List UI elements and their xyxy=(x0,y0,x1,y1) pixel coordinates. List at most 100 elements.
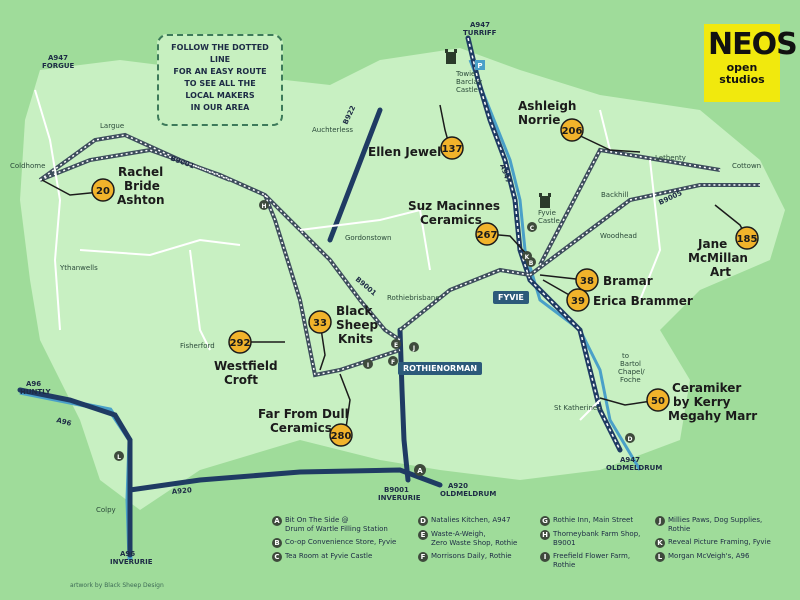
maker-name-line: Ellen Jewel xyxy=(368,145,441,159)
maker-38[interactable]: 38 Bramar xyxy=(575,268,653,292)
maker-number: 267 xyxy=(477,230,498,241)
maker-20[interactable]: 20 Rachel Bride Ashton xyxy=(91,165,165,207)
maker-137[interactable]: 137 Ellen Jewel xyxy=(368,136,464,160)
maker-267[interactable]: 267 Suz Macinnes Ceramics xyxy=(408,199,500,246)
castle-icon xyxy=(445,49,551,208)
marker-j: J xyxy=(412,345,415,352)
key-badge: L xyxy=(655,552,665,562)
maker-name-line: Jane xyxy=(697,237,727,251)
place-bartol-4: Foche xyxy=(620,376,641,384)
route-info-box: FOLLOW THE DOTTED LINE FOR AN EASY ROUTE… xyxy=(157,34,283,126)
logo-title: NEOS xyxy=(708,27,798,62)
info-line: LOCAL MAKERS xyxy=(185,91,255,100)
marker-e: E xyxy=(394,342,398,349)
key-text: B9001 xyxy=(553,539,576,547)
main-roads-center xyxy=(467,37,621,451)
maker-number: 38 xyxy=(580,276,594,287)
maker-name-line: Ashton xyxy=(117,193,165,207)
place-rothiebrisbane: Rothiebrisbane xyxy=(387,294,440,302)
info-line: TO SEE ALL THE xyxy=(184,79,256,88)
maker-number: 20 xyxy=(96,186,110,197)
key-text: Thorneybank Farm Shop, xyxy=(553,530,641,538)
key-badge: J xyxy=(655,516,665,526)
key-text: Morgan McVeigh's, A96 xyxy=(668,552,750,560)
key-text: Rothie xyxy=(668,525,691,533)
key-badge: A xyxy=(272,516,282,526)
key-badge: C xyxy=(272,552,282,562)
maker-number: 292 xyxy=(230,338,251,349)
maker-name-line: Knits xyxy=(338,332,373,346)
place-st-katherines: St Katherines xyxy=(554,404,601,412)
town-fyvie: FYVIE xyxy=(493,291,529,304)
maker-name-line: Far From Dull xyxy=(258,407,349,421)
key-text: Tea Room at Fyvie Castle xyxy=(285,552,373,560)
road-a947-oldmeldrum-1: A947 xyxy=(620,456,640,464)
parking-marker: P xyxy=(477,62,482,70)
key-badge: H xyxy=(540,530,550,540)
place-colpy: Colpy xyxy=(96,506,116,514)
marker-a: A xyxy=(417,467,423,475)
key-text: Rothie Inn, Main Street xyxy=(553,516,634,524)
road-b9001-inverurie-2: INVERURIE xyxy=(378,494,421,502)
place-backhill: Backhill xyxy=(601,191,628,199)
maker-name-line: Croft xyxy=(224,373,258,387)
place-bartol-2: Bartol xyxy=(620,360,641,368)
key-text: Co-op Convenience Store, Fyvie xyxy=(285,538,397,546)
place-fyvie-castle-2: Castle xyxy=(538,217,560,225)
maker-50[interactable]: 50 Ceramiker by Kerry Megahy Marr xyxy=(646,381,757,423)
maker-185[interactable]: 185 Jane McMillan Art xyxy=(688,226,759,279)
maker-name-line: Ashleigh xyxy=(518,99,576,113)
marker-c: C xyxy=(530,225,535,232)
key-badge: E xyxy=(418,530,428,540)
key-text: Millies Paws, Dog Supplies, xyxy=(668,516,763,524)
road-a947-oldmeldrum-2: OLDMELDRUM xyxy=(606,464,662,472)
road-a947-turriff-2: TURRIFF xyxy=(463,29,497,37)
maker-name-line: Westfield xyxy=(214,359,278,373)
road-a96-huntly-2: HUNTLY xyxy=(20,388,52,396)
map-letter-markers: A B C D E F I J K L H P xyxy=(114,60,635,476)
maker-number: 137 xyxy=(442,144,463,155)
key-text: Waste-A-Weigh, xyxy=(431,530,486,538)
maker-name-line: McMillan xyxy=(688,251,748,265)
marker-f: F xyxy=(391,359,395,366)
marker-h: H xyxy=(261,203,266,210)
maker-39[interactable]: 39 Erica Brammer xyxy=(566,288,693,312)
maker-number: 206 xyxy=(562,126,583,137)
maker-280[interactable]: 280 Far From Dull Ceramics xyxy=(258,407,353,447)
maker-number: 33 xyxy=(313,318,327,329)
key-badge: K xyxy=(655,538,665,548)
maker-name-line: by Kerry xyxy=(673,395,731,409)
place-woodhead: Woodhead xyxy=(600,232,637,240)
marker-l: L xyxy=(117,454,121,461)
road-a96-huntly-1: A96 xyxy=(26,380,41,388)
maker-name-line: Megahy Marr xyxy=(668,409,757,423)
place-fyvie-castle-1: Fyvie xyxy=(538,209,556,217)
place-towie-1: Towie xyxy=(455,70,475,78)
road-a920-oldmeldrum-2: OLDMELDRUM xyxy=(440,490,496,498)
key-badge: G xyxy=(540,516,550,526)
key-text: Drum of Wartle Filling Station xyxy=(285,525,388,533)
place-gordonstown: Gordonstown xyxy=(345,234,391,242)
info-line: IN OUR AREA xyxy=(190,103,250,112)
maker-33[interactable]: 33 Black Sheep Knits xyxy=(308,304,378,346)
marker-k: K xyxy=(525,254,530,261)
maker-number: 185 xyxy=(737,234,758,245)
maker-name-line: Rachel xyxy=(118,165,163,179)
maker-292[interactable]: 292 Westfield Croft xyxy=(214,330,278,387)
place-towie-3: Castle xyxy=(456,86,478,94)
marker-i: I xyxy=(367,362,369,369)
key-text: Morrisons Daily, Rothie xyxy=(431,552,512,560)
town-rothienorman: ROTHIENORMAN xyxy=(398,362,483,375)
place-bartol-3: Chapel/ xyxy=(618,368,645,376)
key-text: Zero Waste Shop, Rothie xyxy=(431,539,518,547)
maker-206[interactable]: 206 Ashleigh Norrie xyxy=(518,99,584,142)
maker-number: 50 xyxy=(651,396,665,407)
marker-d: D xyxy=(628,436,633,443)
key-badge: D xyxy=(418,516,428,526)
key-text: Bit On The Side @ xyxy=(285,516,349,524)
info-line: FOLLOW THE DOTTED LINE xyxy=(171,43,269,64)
